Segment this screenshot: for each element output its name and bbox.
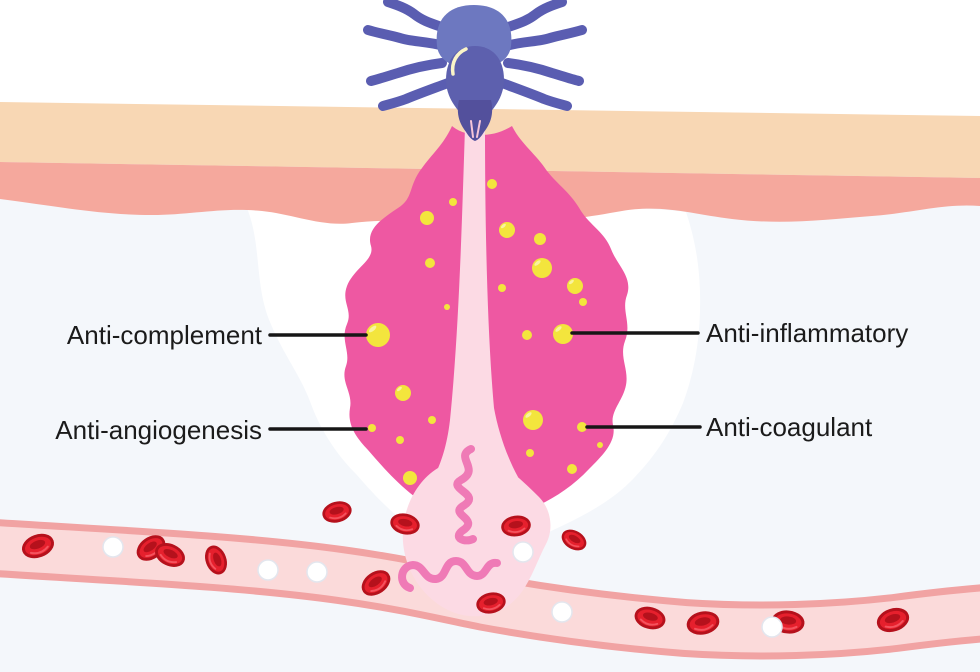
saliva-droplet <box>420 211 434 225</box>
label-anti-inflammatory: Anti-inflammatory <box>706 318 908 348</box>
label-anti-coagulant: Anti-coagulant <box>706 412 873 442</box>
saliva-droplet <box>523 410 543 430</box>
white-blood-cell <box>102 536 124 558</box>
white-blood-cell <box>257 559 279 581</box>
saliva-droplet <box>597 442 603 448</box>
saliva-droplet-anti-angiogenesis <box>368 424 376 432</box>
white-blood-cell <box>551 601 573 623</box>
tick-leg <box>495 0 567 35</box>
saliva-droplet <box>498 284 506 292</box>
droplet-highlights <box>368 223 574 418</box>
saliva-droplet <box>396 436 404 444</box>
tick-leg <box>501 25 587 51</box>
vessel-squiggle <box>453 445 477 545</box>
saliva-droplet <box>532 258 552 278</box>
saliva-droplet-anti-inflammatory <box>553 324 573 344</box>
tick-leg <box>497 78 572 111</box>
label-lines <box>268 331 702 431</box>
white-blood-cell <box>306 561 328 583</box>
tick-leg <box>503 58 584 86</box>
tick-leg <box>378 78 453 111</box>
vessel-squiggle <box>398 556 501 592</box>
feeding-channel <box>434 127 518 477</box>
tick-body-highlight <box>450 47 468 76</box>
tick-leg <box>363 25 449 51</box>
white-blood-cell <box>512 541 534 563</box>
label-anti-angiogenesis: Anti-angiogenesis <box>55 415 262 445</box>
saliva-droplet <box>403 471 417 485</box>
tick-leg <box>366 58 447 86</box>
tick-mouth-stylets <box>470 120 481 138</box>
saliva-droplet <box>395 385 411 401</box>
saliva-droplet <box>487 179 497 189</box>
saliva-droplet <box>534 233 546 245</box>
saliva-droplet <box>425 258 435 268</box>
damaged-vessel-squiggles <box>398 445 501 592</box>
saliva-droplet <box>522 330 532 340</box>
saliva-droplet <box>428 416 436 424</box>
saliva-droplet <box>579 298 587 306</box>
saliva-droplet <box>499 222 515 238</box>
saliva-droplet <box>567 464 577 474</box>
saliva-droplet-anti-coagulant <box>577 422 587 432</box>
tick-body-rear <box>436 5 512 64</box>
label-anti-complement: Anti-complement <box>67 320 263 350</box>
tick <box>363 0 587 141</box>
saliva-droplet <box>567 278 583 294</box>
saliva-droplet <box>444 304 450 310</box>
tick-mouthpart <box>457 100 493 141</box>
saliva-droplet <box>526 449 534 457</box>
saliva-droplet-anti-complement <box>366 323 390 347</box>
saliva-droplets <box>366 179 603 485</box>
tick-legs <box>363 0 587 111</box>
saliva-droplet <box>449 198 457 206</box>
white-blood-cell <box>761 616 783 638</box>
tick-leg <box>383 0 455 35</box>
